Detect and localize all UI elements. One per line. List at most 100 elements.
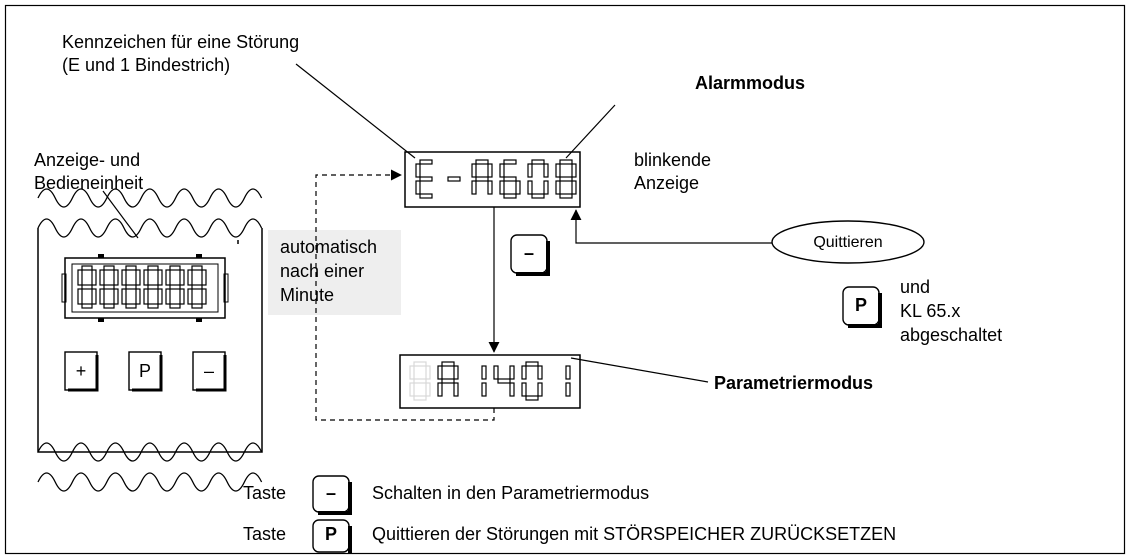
segment-g [503, 176, 517, 182]
segment-d [470, 396, 482, 400]
digit [437, 361, 459, 400]
alarm-mode-leader [565, 104, 616, 159]
fault-marker-label-line2: (E und 1 Bindestrich) [62, 55, 231, 75]
unit-display-digits [77, 265, 207, 309]
segment-e [77, 288, 83, 305]
segment-f [437, 365, 443, 380]
segment-b [516, 164, 520, 177]
alarm-display-digits [415, 159, 577, 199]
segment-f [527, 163, 533, 178]
digit [470, 362, 487, 400]
segment-g [497, 378, 511, 384]
auto-note-line3: Minute [280, 285, 335, 305]
legend-text-2: Quittieren der Störungen mit STÖRSPEICHE… [372, 524, 897, 544]
and-label: und [900, 277, 931, 297]
segment-d [476, 194, 488, 198]
digit [444, 164, 464, 194]
segment-d [442, 396, 454, 400]
digit [471, 159, 493, 198]
legend-prefix-1: Taste [243, 483, 287, 503]
segment-e [143, 288, 149, 305]
alarm-display-frame [404, 151, 581, 208]
unit-label-line2: Bedieneinheit [34, 173, 144, 193]
segment-d [147, 303, 159, 309]
segment-a [470, 362, 482, 366]
segment-c [157, 288, 163, 305]
segment-a [419, 159, 433, 165]
digit [143, 265, 163, 309]
segment-c [481, 382, 487, 397]
segment-a [147, 265, 159, 271]
segment-g [125, 284, 137, 290]
segment-g [413, 378, 427, 384]
segment-g [169, 284, 181, 290]
digit [493, 362, 515, 397]
digit [415, 159, 436, 199]
param-display-digits [409, 361, 571, 401]
segment-e [521, 382, 527, 397]
segment-d [169, 303, 181, 309]
segment-f [165, 269, 171, 286]
segment-g [447, 176, 461, 182]
segment-f [99, 269, 105, 286]
segment-c [113, 288, 119, 305]
segment-f [77, 269, 83, 286]
segment-a [475, 159, 489, 165]
segment-d [413, 395, 427, 401]
segment-b [135, 269, 141, 286]
segment-b [509, 365, 515, 380]
blinking-label-line2: Anzeige [634, 173, 700, 193]
segment-c [565, 382, 571, 397]
segment-b [571, 163, 577, 178]
digit [555, 159, 577, 199]
digit [187, 265, 207, 309]
unit-p-key: P [138, 361, 151, 381]
segment-d [554, 396, 566, 400]
switched-off-label: abgeschaltet [900, 325, 1003, 345]
segment-a [169, 265, 181, 271]
segment-f [415, 163, 421, 178]
segment-c [179, 288, 185, 305]
param-display-frame [399, 354, 581, 409]
segment-a [441, 361, 455, 367]
segment-g [470, 379, 482, 383]
digit [99, 265, 119, 309]
side-key-frames [312, 234, 882, 553]
segment-c [537, 382, 543, 397]
unit-leader [102, 190, 139, 239]
segment-a [191, 265, 203, 271]
auto-note-background [268, 230, 401, 315]
digit [554, 365, 571, 400]
segment-a [498, 362, 510, 366]
segment-d [531, 193, 545, 199]
segment-f [444, 164, 448, 177]
segment-d [81, 303, 93, 309]
segment-f [143, 269, 149, 286]
segment-g [191, 284, 203, 290]
segment-b [460, 164, 464, 177]
segment-c [201, 288, 207, 305]
segment-b [453, 365, 459, 380]
segment-b [432, 164, 436, 177]
segment-g [81, 284, 93, 290]
segment-g [526, 379, 538, 383]
segment-g [559, 176, 573, 182]
segment-c [460, 181, 464, 194]
segment-d [103, 303, 115, 309]
unit-key-frames [64, 351, 227, 392]
segment-g [103, 284, 115, 290]
segment-g [554, 379, 566, 383]
digit [121, 265, 141, 309]
segment-d [125, 303, 137, 309]
unit-label-line1: Anzeige- und [34, 150, 141, 170]
segment-a [525, 361, 539, 367]
segment-a [503, 159, 517, 165]
segment-e [99, 288, 105, 305]
segment-f [493, 365, 499, 380]
segment-c [453, 382, 459, 397]
segment-e [527, 180, 533, 195]
segment-e [415, 180, 421, 195]
auto-note-line1: automatisch [280, 237, 378, 257]
legend-key-p: P [324, 524, 337, 544]
segment-c [487, 180, 493, 195]
